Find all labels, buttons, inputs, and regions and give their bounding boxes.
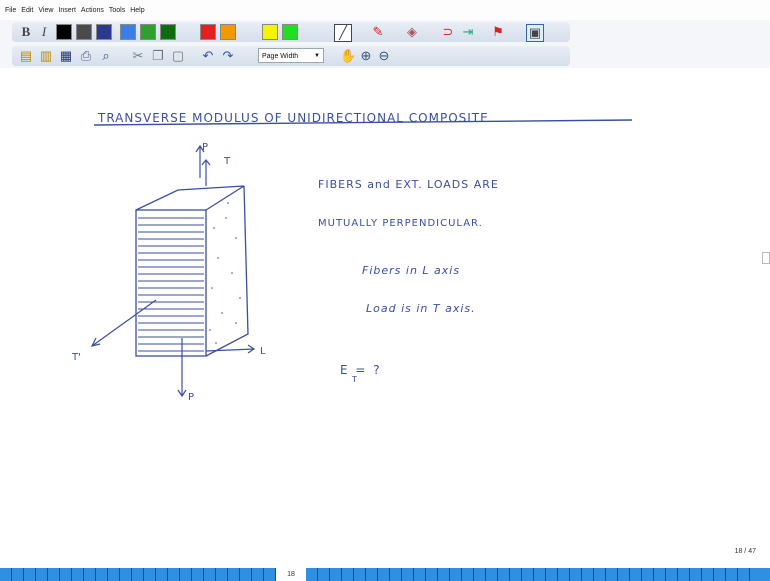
note-line-1: FIBERS and EXT. LOADS ARE [318,178,499,191]
menu-tools[interactable]: Tools [108,6,126,14]
pan-hand-icon[interactable]: ✋ [340,48,357,63]
label-t-axis: T [223,156,231,167]
chevron-down-icon: ▼ [314,53,320,59]
load-arrow-top-head [195,144,205,153]
current-page-number[interactable]: 18 [276,568,306,581]
cut-icon[interactable]: ✂ [132,48,144,63]
label-p-bottom: P [188,392,194,403]
color-swatch-blue[interactable] [120,24,136,40]
note-canvas[interactable]: TRANSVERSE MODULUS OF UNIDIRECTIONAL COM… [0,68,770,568]
find-icon[interactable]: ⌕ [102,48,110,63]
l-axis-arrow-head [247,344,256,354]
page-thumbnail-strip[interactable]: 18 [0,568,770,581]
color-swatch-orange[interactable] [220,24,236,40]
pen-icon[interactable]: ╱ [334,24,352,42]
menu-help[interactable]: Help [130,6,145,14]
save-icon[interactable]: ▦ [59,48,73,63]
copy-icon[interactable]: ❐ [152,48,164,63]
t-prime-axis-arrow-head [90,337,101,347]
color-swatch-gray[interactable] [76,24,92,40]
t-axis-arrow-head [201,159,211,166]
load-arrow-bottom-head [177,389,187,398]
highlighter-icon[interactable]: ✎ [372,24,384,39]
label-p-top: P [202,142,208,153]
panel-icon[interactable]: ▣ [526,24,544,42]
bold-icon[interactable]: B [21,24,31,39]
print-icon[interactable]: ⎙ [80,48,92,63]
menu-view[interactable]: View [38,6,54,14]
toolbar-standard: ▤ ▥ ▦ ⎙ ⌕ ✂ ❐ ▢ ↶ ↷ Page Width ▼ ✋ ⊕ ⊖ [0,44,770,68]
block-side-face [205,185,249,357]
fiber-lines [138,217,204,352]
menu-file[interactable]: File [5,6,17,14]
color-swatch-green[interactable] [140,24,156,40]
page-indicator: 18 / 47 [734,548,756,555]
label-l-axis: L [260,346,266,357]
color-swatch-red[interactable] [200,24,216,40]
l-axis-arrow [205,348,255,352]
color-swatch-navy[interactable] [96,24,112,40]
block-front-face [135,209,207,357]
handwritten-note: TRANSVERSE MODULUS OF UNIDIRECTIONAL COM… [71,111,633,403]
eraser-icon[interactable]: ◈ [407,24,417,39]
scroll-marker[interactable] [762,252,770,264]
note-title: TRANSVERSE MODULUS OF UNIDIRECTIONAL COM… [97,111,489,125]
note-line-3: Fibers in L axis [362,264,460,277]
zoom-out-icon[interactable]: ⊖ [378,48,390,63]
note-line-4: Load is in T axis. [366,302,476,315]
zoom-select[interactable]: Page Width ▼ [258,48,324,63]
color-swatch-black[interactable] [56,24,72,40]
color-swatch-lime[interactable] [282,24,298,40]
italic-icon[interactable]: I [41,24,47,39]
new-page-icon[interactable]: ▤ [19,48,33,63]
block-top-face [135,185,245,211]
zoom-value: Page Width [262,53,299,60]
note-line-2: MUTUALLY PERPENDICULAR. [318,218,483,229]
menu-insert[interactable]: Insert [58,6,76,14]
side-face-dots [209,202,241,344]
undo-icon[interactable]: ↶ [202,48,214,63]
open-icon[interactable]: ▥ [39,48,53,63]
menu-edit[interactable]: Edit [21,6,34,14]
label-t-prime: T' [71,352,81,363]
zoom-in-icon[interactable]: ⊕ [360,48,372,63]
toolbar-format: B I ╱ ✎ ◈ ⊃ ⇥ ⚑ ▣ [0,20,770,44]
menu-actions[interactable]: Actions [80,6,104,14]
color-swatch-yellow[interactable] [262,24,278,40]
lasso-icon[interactable]: ⊃ [442,24,454,39]
color-swatch-darkgreen[interactable] [160,24,176,40]
insert-space-icon[interactable]: ⇥ [462,24,474,39]
t-prime-axis-arrow [91,299,157,347]
flag-icon[interactable]: ⚑ [492,24,504,39]
paste-icon[interactable]: ▢ [171,48,185,63]
redo-icon[interactable]: ↷ [222,48,234,63]
note-equation-subscript: T [351,375,357,384]
note-equation: E = ? [340,363,382,377]
title-underline [93,119,633,126]
menu-bar: File Edit View Insert Actions Tools Help [0,0,770,20]
